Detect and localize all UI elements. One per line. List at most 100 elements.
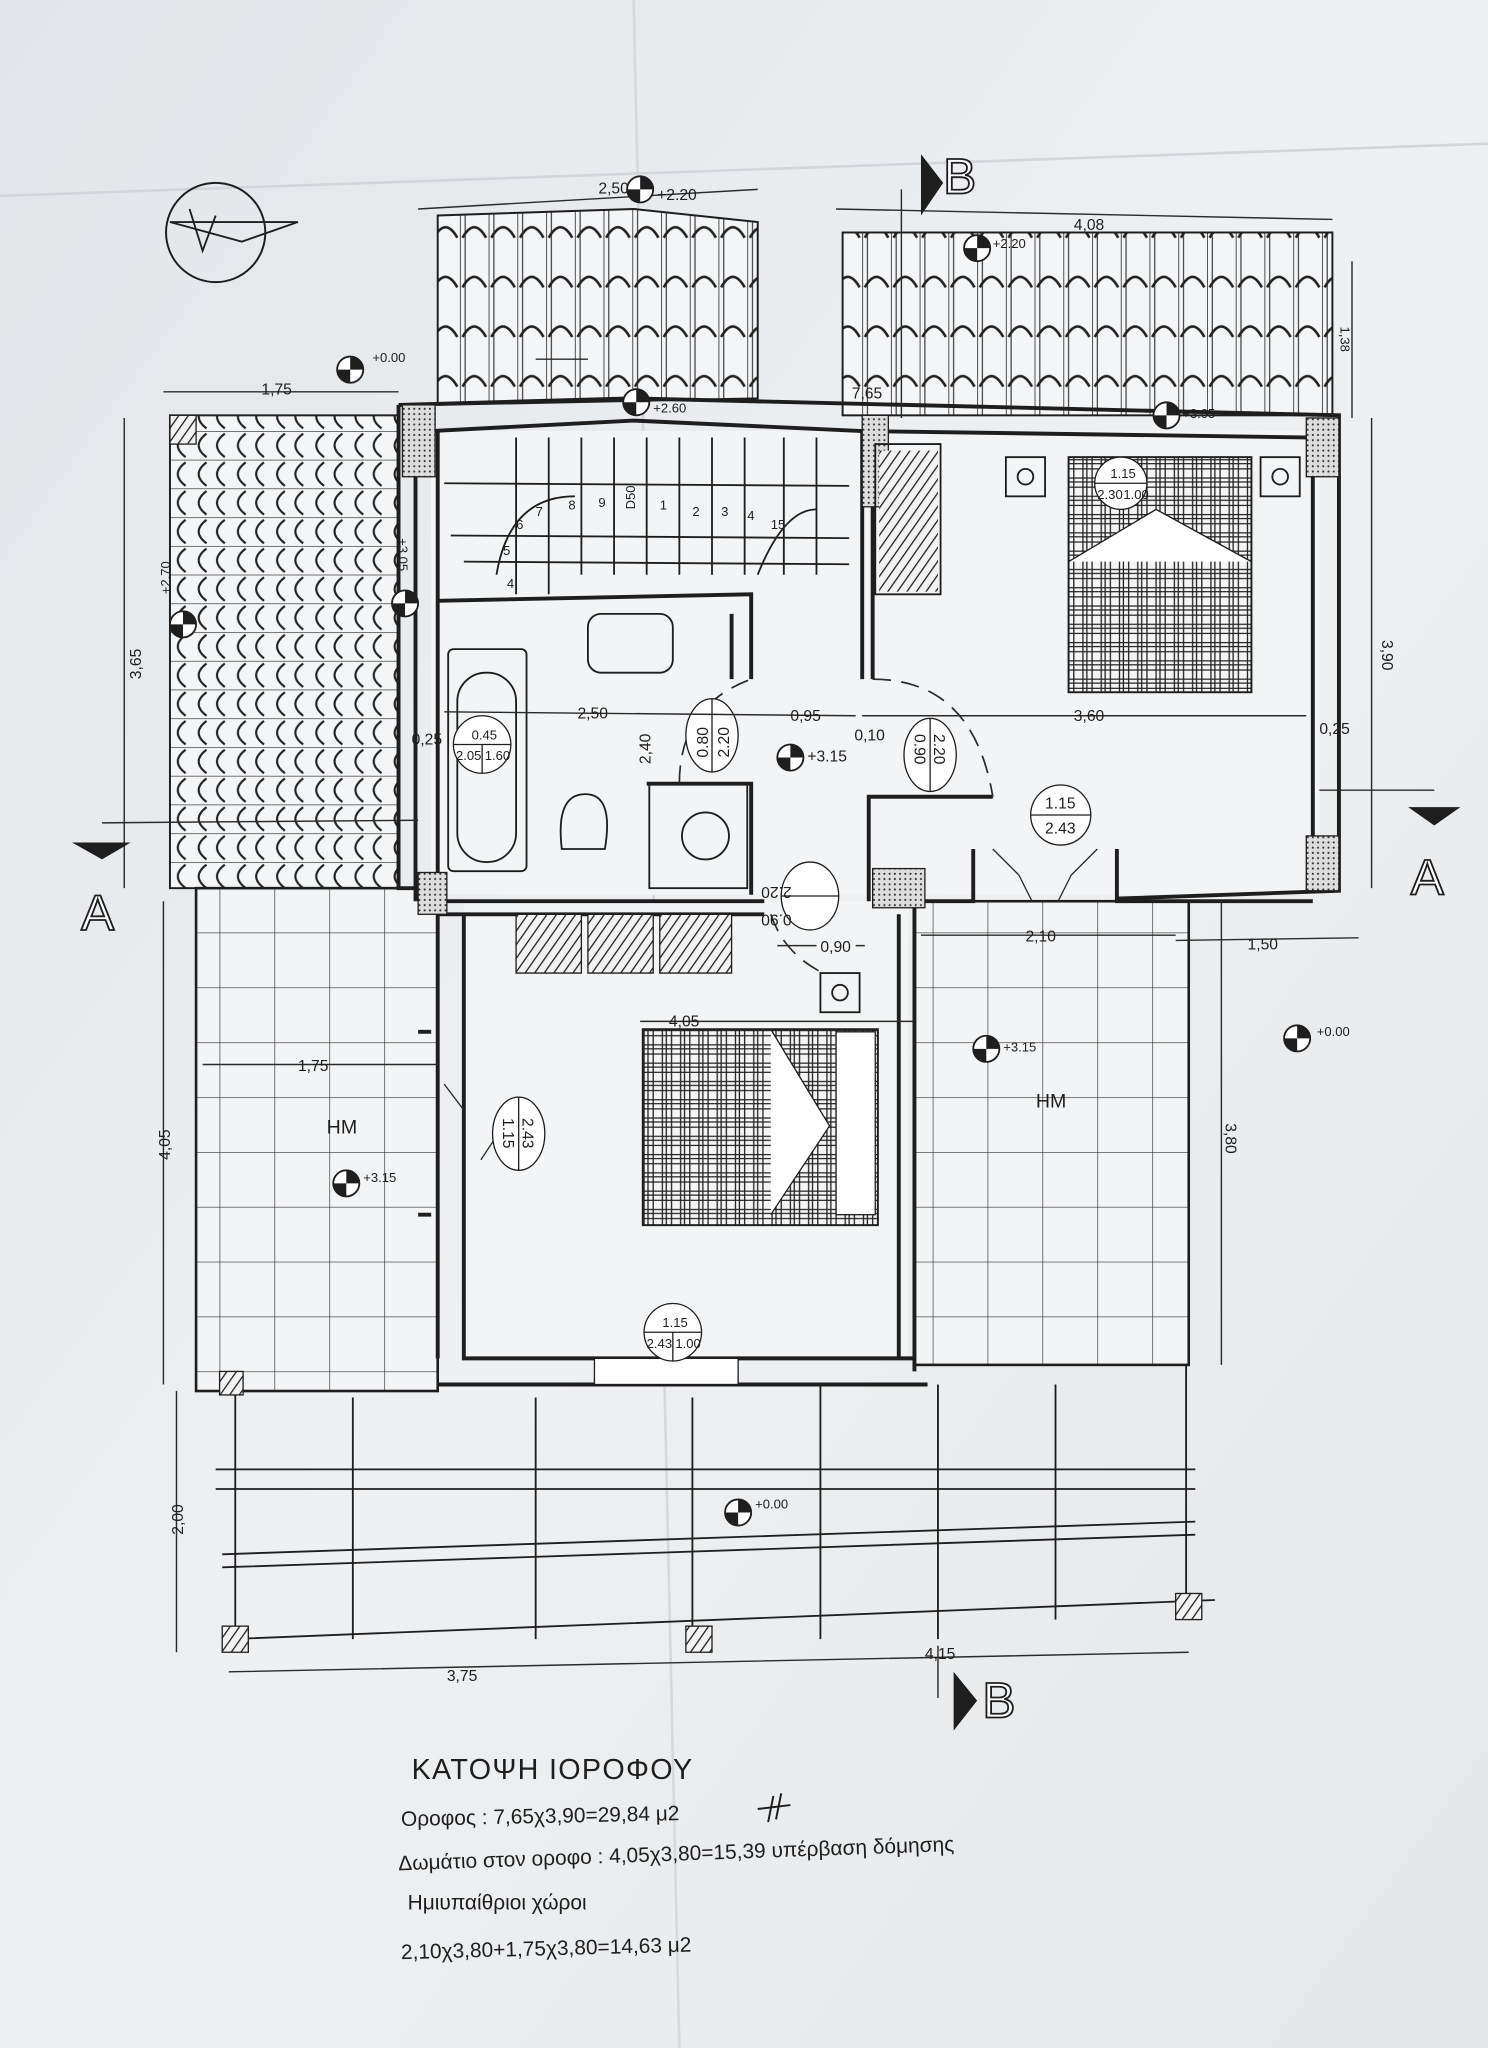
svg-text:2.20: 2.20 — [761, 883, 792, 900]
svg-text:2.43: 2.43 — [1045, 820, 1076, 837]
bathroom-fixtures — [447, 612, 749, 890]
level-marker: +2.70 — [158, 561, 197, 639]
dimension-label: 2,40 — [638, 733, 655, 764]
dimension-label: 1,75 — [261, 381, 292, 398]
level-marker: +3.15 — [332, 1169, 396, 1198]
svg-text:0.80: 0.80 — [695, 727, 712, 758]
dimension-label: 2,00 — [170, 1504, 187, 1535]
svg-text:+0.00: +0.00 — [1317, 1024, 1350, 1039]
svg-text:1.15: 1.15 — [499, 1118, 516, 1149]
opening-tag-bedroom-balcony-door: 1.15 2.43 — [1030, 784, 1092, 846]
dimension-label: 0,10 — [854, 728, 885, 745]
dimension-label: 2,10 — [1025, 929, 1056, 946]
svg-text:2.20: 2.20 — [930, 734, 947, 765]
svg-text:1.00: 1.00 — [675, 1336, 700, 1351]
svg-text:+2.20: +2.20 — [657, 187, 697, 204]
stair-step-number: 7 — [536, 504, 543, 519]
dimension-label: 4,15 — [925, 1646, 956, 1663]
stair-step-number: 2 — [692, 504, 699, 519]
dimension-label: 0,25 — [1319, 721, 1350, 738]
level-marker: +0.00 — [1283, 1024, 1350, 1053]
opening-tag-lower-door: 2.20 0.90 — [761, 861, 840, 931]
dimension-label: 1,50 — [1248, 937, 1279, 954]
paper-fold — [0, 142, 1488, 198]
level-marker: +3.15 — [972, 1034, 1036, 1063]
svg-text:1.15: 1.15 — [1045, 795, 1076, 812]
section-mark-b-bottom: B — [937, 1645, 1016, 1731]
sink — [587, 612, 674, 674]
svg-text:A: A — [81, 885, 114, 941]
dimension-label: 2,50 — [577, 705, 608, 722]
dimension-label: 3,65 — [128, 648, 145, 679]
svg-text:+3.15: +3.15 — [807, 748, 847, 765]
svg-text:+0.00: +0.00 — [755, 1497, 788, 1512]
room-label-balcony-right: HM — [1036, 1091, 1066, 1113]
stair-step-number: 1 — [660, 497, 667, 512]
svg-text:A: A — [1411, 850, 1444, 906]
room-label-balcony-left: HM — [327, 1117, 357, 1139]
opening-tag-bedroom-door: 0.90 2.20 — [903, 717, 957, 793]
svg-text:+2.20: +2.20 — [993, 236, 1026, 251]
pergola — [215, 1357, 1215, 1653]
svg-text:+0.00: +0.00 — [372, 350, 405, 365]
door-swings — [443, 678, 1098, 1161]
level-marker: +3.05 — [391, 538, 420, 618]
stair-step-number: 8 — [568, 497, 575, 512]
plan-note: Ημιυπαίθριοι χώροι — [408, 1892, 587, 1915]
opening-tag-bedroom-window: 1.15 2.30 1.00 — [1094, 456, 1149, 511]
stair-step-number: 9 — [598, 495, 605, 510]
north-arrow-icon — [165, 181, 299, 284]
stair-step-number: 5 — [503, 543, 510, 558]
dimension-label: 4,05 — [669, 1014, 700, 1031]
opening-tag-room-window: 1.15 2.43 1.00 — [643, 1302, 703, 1362]
svg-text:2.43: 2.43 — [519, 1118, 536, 1149]
dimension-label: 3,75 — [447, 1668, 478, 1685]
stair-step-number: 4 — [507, 576, 514, 591]
toilet — [559, 793, 609, 850]
level-marker: +0.00 — [336, 350, 405, 384]
dimension-label: 7,65 — [852, 385, 883, 402]
svg-text:0.90: 0.90 — [910, 734, 927, 765]
section-mark-b-top: B — [900, 147, 977, 418]
level-marker: +3.15 — [776, 743, 847, 772]
level-marker: +2.20 — [626, 175, 697, 204]
bed-lower — [515, 913, 879, 1227]
svg-text:2.20: 2.20 — [716, 727, 733, 758]
opening-tag-room-balcony-door: 1.15 2.43 — [491, 1096, 546, 1171]
staircase: 4 5 6 7 8 9 D50 1 2 3 4 15 — [444, 437, 942, 596]
balcony-left-floor — [194, 886, 440, 1393]
svg-text:B: B — [982, 1673, 1015, 1729]
bathtub — [447, 648, 528, 873]
opening-tag-bath-door: 0.80 2.20 — [685, 698, 739, 773]
dimension-label: 1,38 — [1337, 327, 1352, 352]
level-marker: +3.05 — [1152, 401, 1215, 430]
dimension-lines — [123, 188, 1373, 1673]
section-mark-a-right: A — [1319, 789, 1461, 907]
svg-text:2.43: 2.43 — [647, 1336, 672, 1351]
svg-text:+2.70: +2.70 — [158, 561, 173, 594]
svg-text:1.00: 1.00 — [1123, 487, 1148, 502]
dimension-label: 0,90 — [820, 939, 851, 956]
svg-text:1.60: 1.60 — [485, 748, 510, 763]
svg-text:+3.15: +3.15 — [363, 1170, 396, 1185]
roof-top-right — [841, 231, 1334, 417]
level-marker: +2.20 — [963, 234, 1026, 263]
svg-text:0.90: 0.90 — [761, 910, 792, 927]
handwritten-mark — [757, 1793, 791, 1823]
level-marker: +2.60 — [622, 388, 686, 417]
stair-step-number: 6 — [516, 517, 523, 532]
stair-step-number: 15 — [771, 517, 786, 532]
svg-text:+3.05: +3.05 — [396, 538, 411, 571]
roof-top-stair — [436, 207, 759, 406]
stair-label: D50 — [623, 485, 638, 509]
roof-left — [168, 414, 400, 890]
dimension-label: 3,80 — [1221, 1123, 1238, 1154]
svg-text:0.45: 0.45 — [472, 727, 497, 742]
svg-text:B: B — [943, 148, 976, 204]
dimension-label: 1,75 — [298, 1058, 329, 1075]
dimension-label: 0,25 — [412, 731, 443, 748]
opening-tag-bath-window: 0.45 2.05 1.60 — [452, 715, 512, 774]
level-marker: +0.00 — [724, 1497, 788, 1527]
dimension-label: 3,90 — [1378, 640, 1395, 671]
